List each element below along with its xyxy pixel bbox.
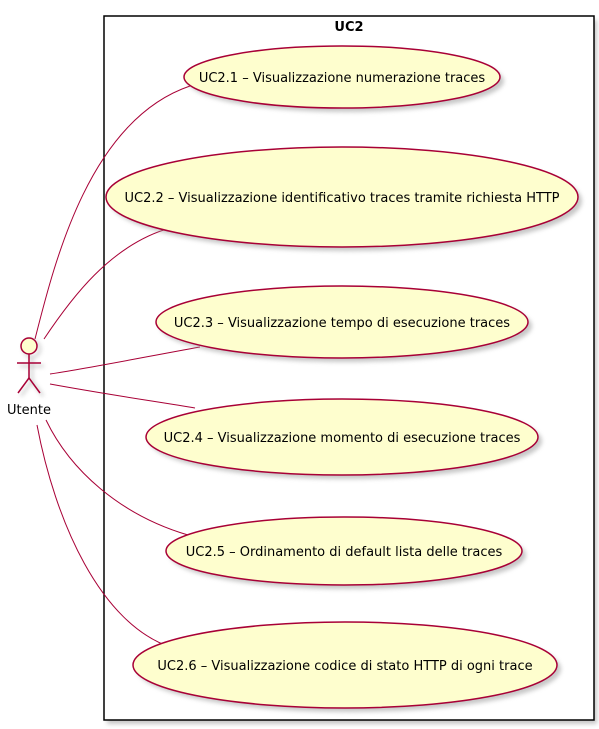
association-uc2-5 [45, 419, 189, 536]
system-boundary: UC2 [103, 15, 597, 724]
associations [34, 85, 201, 649]
use-case-uc2-6[interactable]: UC2.6 – Visualizzazione codice di stato … [132, 621, 561, 712]
actor-head [20, 337, 38, 355]
use-case-label: UC2.2 – Visualizzazione identificativo t… [125, 191, 560, 206]
system-boundary-frame [103, 15, 595, 721]
use-case-ellipse [132, 621, 558, 709]
association-uc2-6 [36, 424, 174, 649]
use-case-ellipse [183, 45, 501, 109]
actor-leg-right [28, 377, 41, 394]
use-cases: UC2.1 – Visualizzazione numerazione trac… [105, 45, 582, 712]
association-uc2-4 [49, 383, 196, 409]
actor-label: Utente [7, 403, 51, 418]
use-case-uc2-2[interactable]: UC2.2 – Visualizzazione identificativo t… [105, 146, 582, 251]
association-uc2-3 [49, 346, 201, 375]
association-uc2-2 [43, 227, 171, 340]
use-case-uc2-1[interactable]: UC2.1 – Visualizzazione numerazione trac… [183, 45, 504, 112]
use-case-uc2-3[interactable]: UC2.3 – Visualizzazione tempo di esecuzi… [155, 285, 532, 362]
association-uc2-1 [34, 85, 191, 340]
system-title: UC2 [334, 20, 363, 35]
use-case-label: UC2.1 – Visualizzazione numerazione trac… [199, 71, 486, 86]
use-case-ellipse [145, 398, 539, 476]
use-case-label: UC2.3 – Visualizzazione tempo di esecuzi… [174, 316, 510, 331]
use-case-ellipse [155, 285, 529, 359]
use-case-label: UC2.6 – Visualizzazione codice di stato … [157, 659, 532, 674]
actor-utente[interactable]: Utente [7, 337, 51, 418]
use-case-label: UC2.4 – Visualizzazione momento di esecu… [164, 431, 521, 446]
actor-figure-icon [17, 337, 41, 394]
use-case-ellipse [105, 146, 579, 248]
use-case-uc2-5[interactable]: UC2.5 – Ordinamento di default lista del… [165, 516, 526, 589]
use-case-label: UC2.5 – Ordinamento di default lista del… [186, 545, 503, 560]
actor-leg-left [17, 377, 30, 394]
use-case-ellipse [165, 516, 523, 586]
use-case-uc2-4[interactable]: UC2.4 – Visualizzazione momento di esecu… [145, 398, 542, 479]
